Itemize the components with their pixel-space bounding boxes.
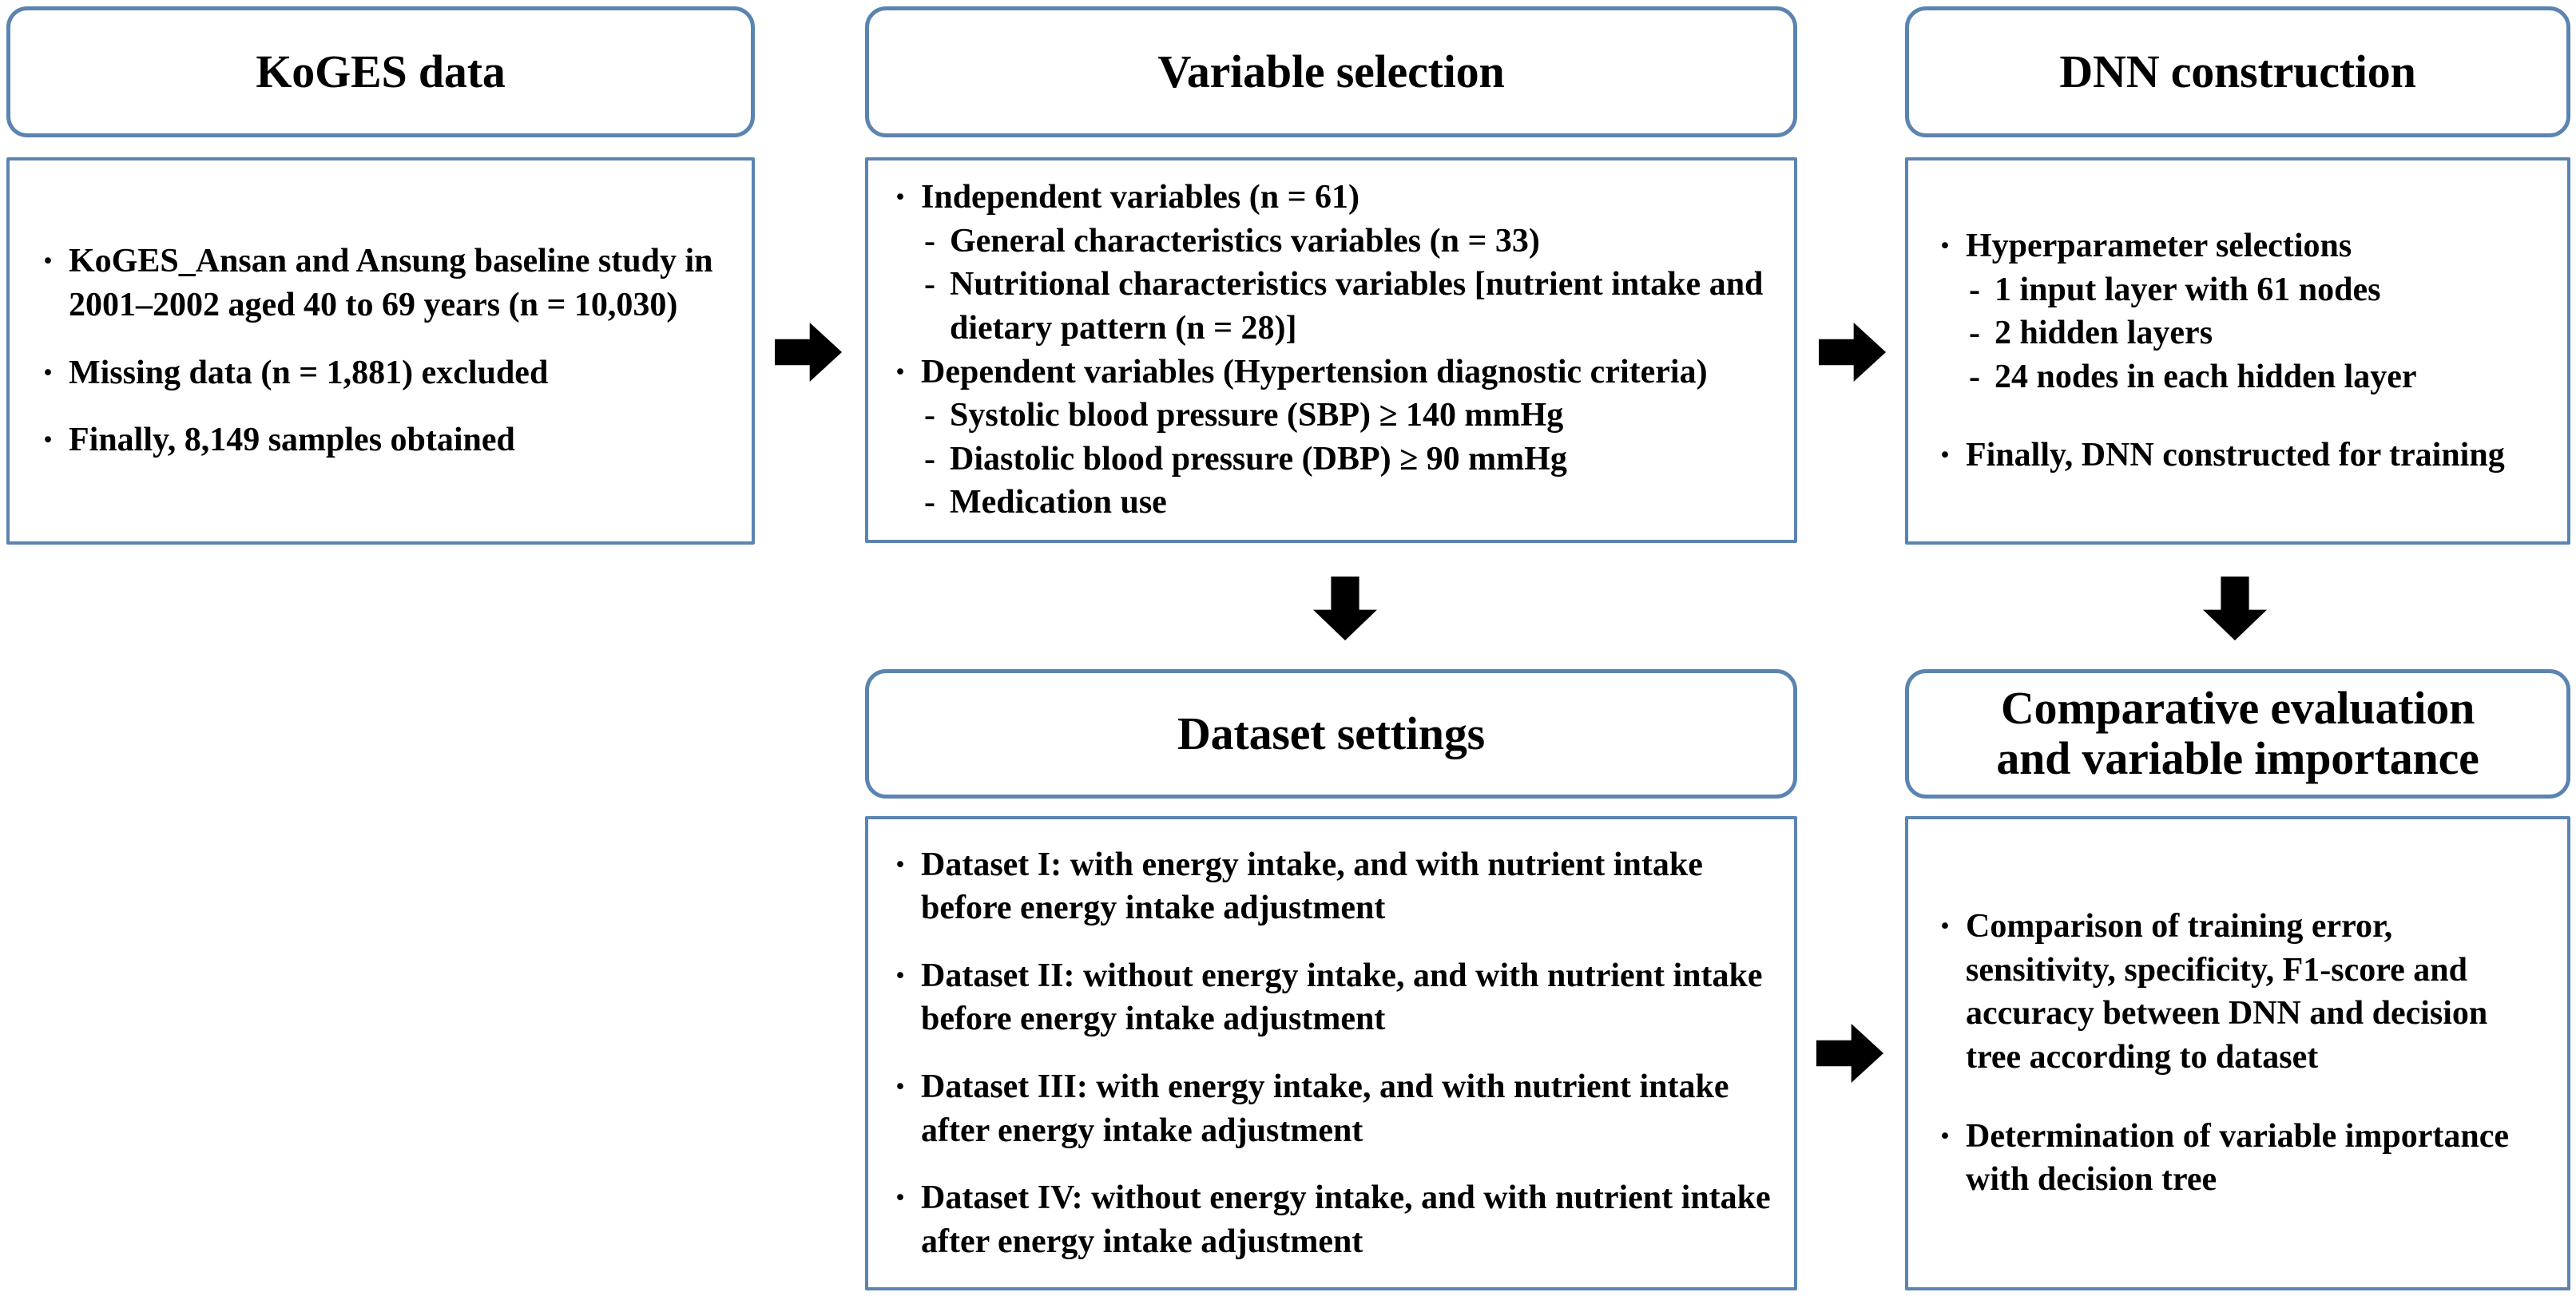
arrow-right-icon-dataset-to-comparative [1816, 1024, 1883, 1083]
list-item: Determination of variable importance wit… [1934, 1112, 2542, 1202]
bullet-list-koges-data: KoGES_Ansan and Ansung baseline study in… [37, 236, 724, 465]
node-title-koges-data: KoGES data [256, 45, 506, 97]
arrow-down-icon-dnn-to-comparative [2203, 577, 2267, 640]
node-body-dataset-settings: Dataset I: with energy intake, and with … [865, 816, 1797, 1290]
bullet-list-dnn-construction: Hyperparameter selections 1 input layer … [1934, 221, 2542, 480]
bullet-list-dataset-settings: Dataset I: with energy intake, and with … [889, 840, 1773, 1264]
list-item: Dataset IV: without energy intake, and w… [889, 1173, 1773, 1263]
node-header-comparative-evaluation: Comparative evaluation and variable impo… [1905, 669, 2570, 799]
bullet-list-comparative-evaluation: Comparison of training error, sensitivit… [1934, 902, 2542, 1202]
bullet-list-variable-selection: Independent variables (n = 61) General c… [889, 172, 1773, 525]
list-item: Comparison of training error, sensitivit… [1934, 902, 2542, 1079]
node-header-koges-data: KoGES data [6, 6, 755, 137]
arrow-right-icon-koges-to-variable [775, 323, 842, 382]
list-item: Independent variables (n = 61) [889, 172, 1773, 222]
node-title-variable-selection: Variable selection [1157, 45, 1505, 97]
node-title-comparative-evaluation: Comparative evaluation and variable impo… [1996, 682, 2479, 784]
node-body-comparative-evaluation: Comparison of training error, sensitivit… [1905, 816, 2570, 1290]
node-body-variable-selection: Independent variables (n = 61) General c… [865, 157, 1797, 543]
list-item: Finally, 8,149 samples obtained [37, 415, 724, 465]
list-item: 1 input layer with 61 nodes [1934, 268, 2542, 312]
list-item: Dependent variables (Hypertension diagno… [889, 347, 1773, 397]
list-item: 2 hidden layers [1934, 311, 2542, 355]
list-item: Nutritional characteristics variables [n… [889, 263, 1773, 350]
list-item: Dataset II: without energy intake, and w… [889, 951, 1773, 1041]
node-header-dnn-construction: DNN construction [1905, 6, 2570, 137]
node-body-koges-data: KoGES_Ansan and Ansung baseline study in… [6, 157, 755, 545]
list-item: Missing data (n = 1,881) excluded [37, 348, 724, 398]
node-body-dnn-construction: Hyperparameter selections 1 input layer … [1905, 157, 2570, 545]
node-title-dnn-construction: DNN construction [2059, 45, 2416, 97]
arrow-right-icon-variable-to-dnn [1819, 323, 1886, 382]
node-title-dataset-settings: Dataset settings [1177, 707, 1485, 759]
list-item: Hyperparameter selections [1934, 221, 2542, 271]
node-header-variable-selection: Variable selection [865, 6, 1797, 137]
list-item: Dataset III: with energy intake, and wit… [889, 1062, 1773, 1152]
list-item: Dataset I: with energy intake, and with … [889, 840, 1773, 930]
list-item: Diastolic blood pressure (DBP) ≥ 90 mmHg [889, 438, 1773, 482]
node-header-dataset-settings: Dataset settings [865, 669, 1797, 799]
arrow-down-icon-variable-to-dataset [1313, 577, 1377, 640]
list-item: Systolic blood pressure (SBP) ≥ 140 mmHg [889, 394, 1773, 438]
list-item: 24 nodes in each hidden layer [1934, 355, 2542, 399]
list-item: Finally, DNN constructed for training [1934, 430, 2542, 480]
list-item: General characteristics variables (n = 3… [889, 220, 1773, 264]
list-item: Medication use [889, 481, 1773, 525]
list-item: KoGES_Ansan and Ansung baseline study in… [37, 236, 724, 327]
